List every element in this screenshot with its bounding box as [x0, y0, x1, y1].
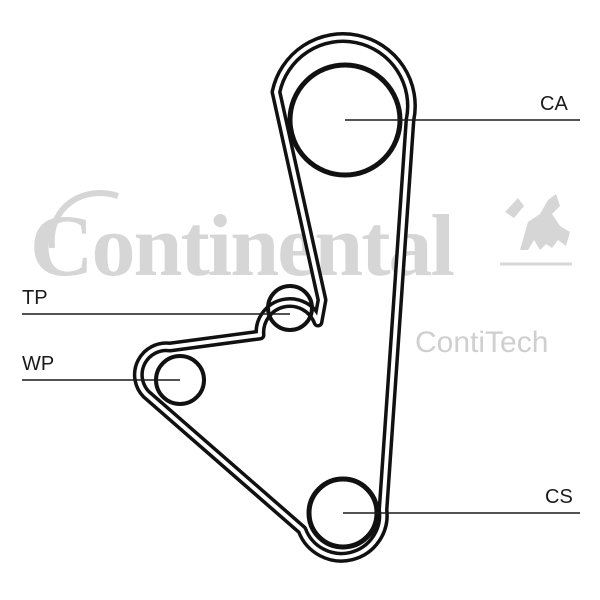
belt-outer — [132, 32, 417, 563]
tensioner-pulley — [266, 284, 314, 332]
leader-lines — [22, 119, 580, 514]
continental-wordmark: Continental — [30, 198, 453, 295]
continental-watermark: Continental ContiTech — [30, 190, 572, 359]
label-cs: CS — [545, 486, 573, 508]
horse-icon — [505, 194, 570, 250]
contitech-wordmark: ContiTech — [415, 326, 548, 359]
belt-inner — [136, 35, 414, 560]
label-wp: WP — [22, 353, 54, 375]
label-ca: CA — [540, 93, 568, 115]
timing-belt — [132, 32, 417, 563]
swoosh-icon — [48, 190, 119, 249]
label-tp: TP — [22, 287, 48, 309]
